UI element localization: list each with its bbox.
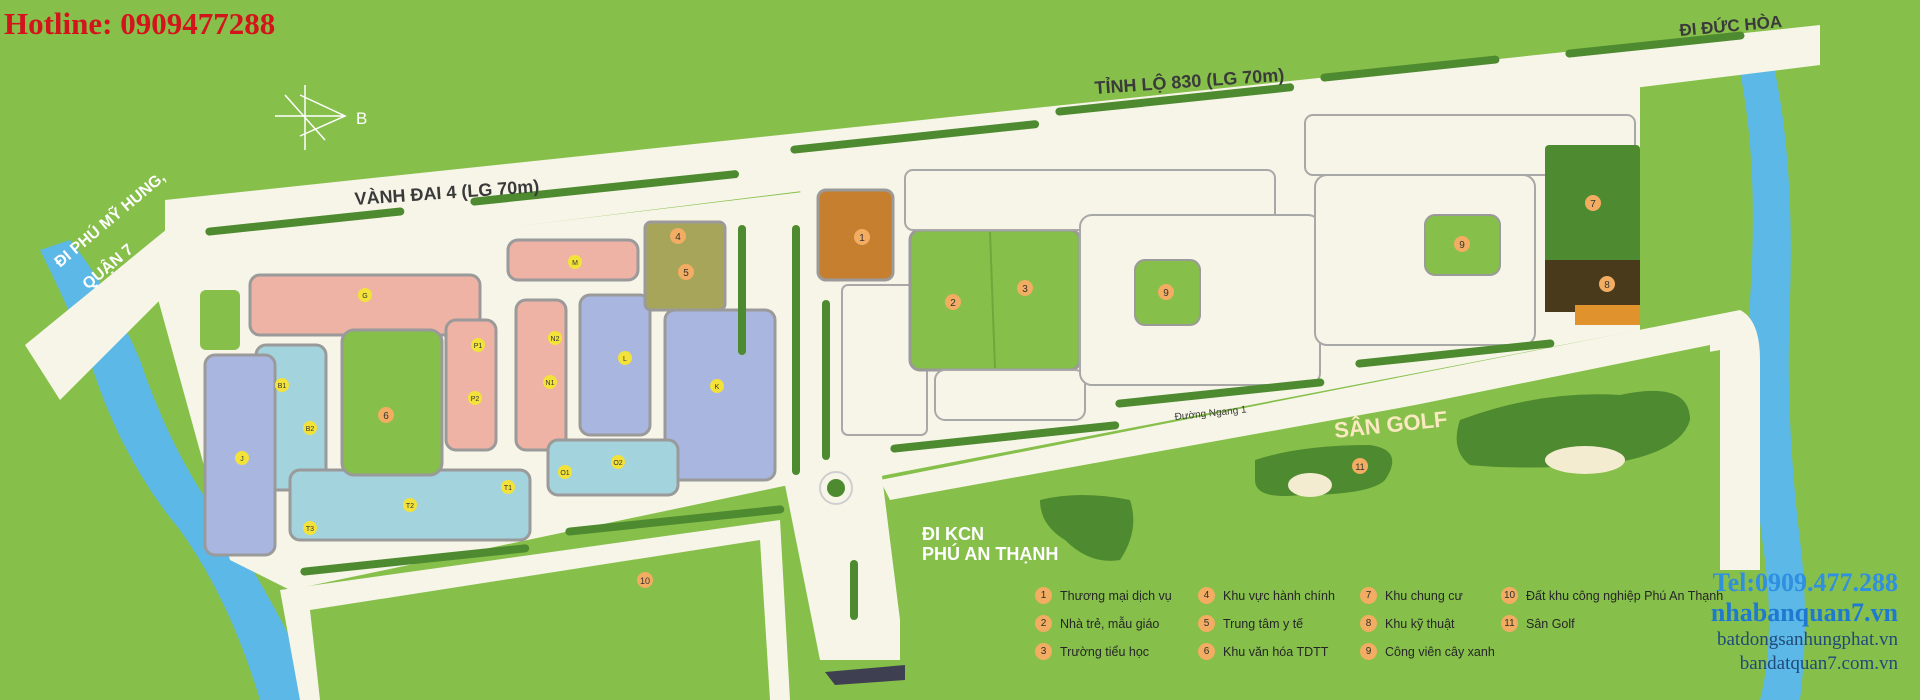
block-o	[546, 438, 680, 497]
legend-item-11: 11 Sân Golf	[1501, 615, 1575, 632]
legend-item-4: 4 Khu vực hành chính	[1198, 587, 1335, 604]
hotline-text: Hotline: 0909477288	[4, 6, 276, 41]
zone-number-8: 8	[1604, 280, 1610, 291]
marker-k: K	[715, 384, 720, 391]
legend-item-9: 9 Công viên cây xanh	[1360, 643, 1495, 660]
road-vanh-dai	[165, 25, 1820, 270]
marker-m: M	[572, 260, 578, 267]
legend-label: Trường tiểu học	[1060, 644, 1150, 659]
legend-item-1: 1 Thương mại dịch vụ	[1035, 587, 1172, 604]
zone-number-9b: 9	[1459, 240, 1465, 251]
tree-rows	[205, 31, 1745, 620]
river-east	[1735, 50, 1805, 700]
contact-site-3[interactable]: bandatquan7.com.vn	[1739, 653, 1898, 674]
contact-site-2[interactable]: batdongsanhungphat.vn	[1716, 629, 1898, 650]
marker-g: G	[362, 293, 367, 300]
marker-p2: P2	[471, 396, 480, 403]
legend-label: Khu văn hóa TDTT	[1223, 644, 1329, 659]
zone-number-1: 1	[859, 233, 865, 244]
marker-t2: T2	[406, 503, 414, 510]
block-p	[444, 318, 498, 452]
zone-number-11: 11	[1355, 462, 1364, 472]
marker-n1: N1	[546, 380, 555, 387]
label-di-kcn: ĐI KCN	[922, 524, 984, 544]
legend-item-5: 5 Trung tâm y tế	[1198, 615, 1303, 632]
contact-tel: Tel:0909.477.288	[1712, 568, 1898, 597]
legend-item-7: 7 Khu chung cư	[1360, 587, 1463, 604]
marker-b1: B1	[278, 383, 287, 390]
golf-course	[1040, 390, 1690, 561]
legend-label: Khu vực hành chính	[1223, 588, 1335, 603]
zone-number-5: 5	[683, 268, 689, 279]
kcn-land	[310, 540, 770, 700]
legend-label: Sân Golf	[1526, 616, 1575, 631]
label-phu-an-thanh: PHÚ AN THẠNH	[922, 543, 1058, 564]
river-west	[40, 240, 320, 700]
zone-number-4: 4	[675, 232, 681, 243]
legend-item-3: 3 Trường tiểu học	[1035, 643, 1149, 660]
legend-num: 6	[1198, 643, 1215, 660]
marker-o2: O2	[613, 460, 622, 467]
legend-num: 2	[1035, 615, 1052, 632]
marker-t1: T1	[504, 485, 512, 492]
legend-label: Nhà trẻ, mẫu giáo	[1060, 616, 1160, 631]
zone-number-9a: 9	[1163, 288, 1169, 299]
zone-number-6: 6	[383, 411, 389, 422]
legend-num: 8	[1360, 615, 1377, 632]
legend-item-8: 8 Khu kỹ thuật	[1360, 615, 1455, 632]
legend-item-10: 10 Đất khu công nghiệp Phú An Thạnh	[1501, 587, 1723, 604]
zone-8	[1545, 260, 1640, 312]
road-golf-loop	[880, 310, 1760, 570]
block-n	[514, 298, 568, 452]
legend-num: 11	[1501, 615, 1518, 632]
zone-number-3: 3	[1022, 284, 1028, 295]
legend-num: 9	[1360, 643, 1377, 660]
roundabout-center	[827, 479, 845, 497]
legend-item-6: 6 Khu văn hóa TDTT	[1198, 643, 1328, 660]
legend-num: 5	[1198, 615, 1215, 632]
contact-site-1[interactable]: nhabanquan7.vn	[1710, 598, 1898, 627]
marker-o1: O1	[560, 470, 569, 477]
block-l	[578, 293, 652, 437]
marker-j: J	[240, 456, 244, 463]
marker-p1: P1	[474, 343, 483, 350]
legend: 1 Thương mại dịch vụ 2 Nhà trẻ, mẫu giáo 3…	[1035, 587, 1725, 667]
legend-label: Trung tâm y tế	[1223, 616, 1304, 631]
legend-label: Khu kỹ thuật	[1385, 616, 1455, 631]
zone-number-10: 10	[640, 576, 650, 586]
marker-l: L	[623, 356, 627, 363]
road-to-phu-my-hung	[25, 202, 240, 400]
marker-n2: N2	[551, 336, 560, 343]
zone-2-3-divider	[989, 231, 996, 369]
block-markers: G M B1 B2 P1 P2 N2 N1 L K J O1 O2 T2 T1 …	[235, 255, 724, 535]
legend-num: 4	[1198, 587, 1215, 604]
block-k	[663, 308, 777, 482]
contact-block: Tel:0909.477.288 nhabanquan7.vn batdongs…	[1711, 568, 1898, 676]
legend-item-2: 2 Nhà trẻ, mẫu giáo	[1035, 615, 1159, 632]
legend-num: 1	[1035, 587, 1052, 604]
compass-icon	[275, 85, 347, 150]
legend-label: Thương mại dịch vụ	[1060, 588, 1172, 603]
legend-label: Công viên cây xanh	[1385, 644, 1495, 659]
zone-markers: 1 2 3 4 5 6 7 8 9 9 10 11	[378, 195, 1615, 588]
block-east-2	[934, 369, 1086, 421]
legend-label: Đất khu công nghiệp Phú An Thạnh	[1526, 588, 1724, 603]
bridge-icon	[825, 665, 905, 685]
legend-label: Khu chung cư	[1385, 588, 1463, 603]
marker-b2: B2	[306, 426, 315, 433]
compass-label: B	[356, 109, 367, 128]
road-to-kcn	[780, 460, 905, 660]
zone-number-7: 7	[1590, 199, 1596, 210]
legend-num: 10	[1501, 587, 1518, 604]
zone-8-strip	[1575, 305, 1640, 325]
legend-num: 3	[1035, 643, 1052, 660]
legend-num: 7	[1360, 587, 1377, 604]
zone-6	[340, 328, 444, 477]
zone-number-2: 2	[950, 298, 956, 309]
marker-t3: T3	[306, 526, 314, 533]
green-corner	[200, 290, 240, 350]
